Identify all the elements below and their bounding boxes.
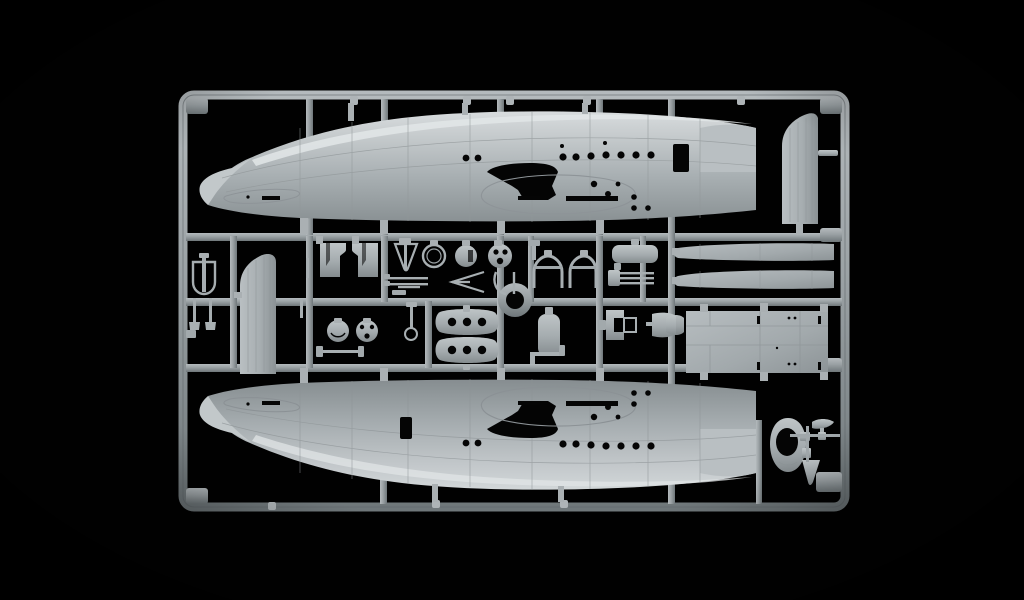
photo-canvas (0, 0, 1024, 600)
photo-vignette (0, 0, 1024, 600)
sprue-illustration (0, 0, 1024, 600)
sprue-photograph (0, 0, 1024, 600)
